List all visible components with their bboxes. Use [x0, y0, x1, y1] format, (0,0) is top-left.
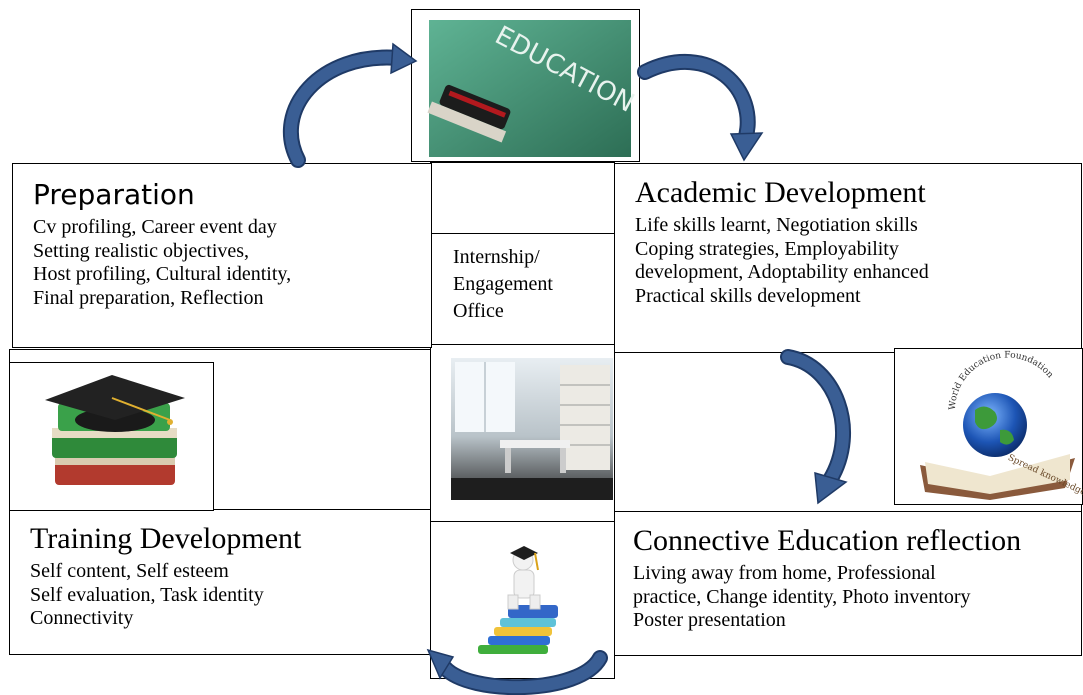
academic-title: Academic Development [635, 176, 926, 209]
office-label-line-3: Office [453, 300, 504, 322]
academic-line-4: Practical skills development [635, 284, 861, 307]
training-line-3: Connectivity [30, 607, 134, 629]
connective-line-3: Poster presentation [633, 609, 786, 631]
office-label-line-1: Internship/ [453, 246, 540, 268]
connective-line-1: Living away from home, Professional [633, 562, 936, 584]
preparation-title: Preparation [33, 178, 195, 211]
arrow-academic-to-connective [780, 349, 852, 505]
academic-line-3: development, Adoptability enhanced [635, 261, 929, 283]
preparation-line-3: Host profiling, Cultural identity, [33, 263, 292, 285]
graduate-figure-image [478, 546, 558, 654]
preparation-box: Preparation Cv profiling, Career event d… [12, 163, 432, 348]
office-interior-image [451, 358, 613, 500]
center-top-cell [430, 162, 615, 234]
academic-development-box: Academic Development Life skills learnt,… [614, 163, 1082, 353]
training-line-2: Self evaluation, Task identity [30, 583, 264, 606]
connective-title: Connective Education reflection [633, 524, 1022, 557]
preparation-line-1: Cv profiling, Career event day [33, 216, 277, 238]
arrow-education-to-academic [637, 53, 764, 162]
globe-book-image: Spread knowledge World Education Foundat… [920, 350, 1083, 500]
arrow-preparation-to-education [282, 42, 418, 168]
arrow-connective-to-training [426, 648, 608, 695]
training-line-1: Self content, Self esteem [30, 560, 229, 582]
academic-line-2: Coping strategies, Employability [635, 237, 899, 260]
preparation-line-2: Setting realistic objectives, [33, 239, 250, 262]
training-development-box: Training Development Self content, Self … [9, 509, 431, 655]
academic-line-1: Life skills learnt, Negotiation skills [635, 214, 918, 236]
training-title: Training Development [30, 522, 302, 555]
education-chalkboard-image: EDUCATION [427, 20, 639, 157]
preparation-line-4: Final preparation, Reflection [33, 286, 264, 309]
connective-education-box: Connective Education reflection Living a… [614, 511, 1082, 656]
office-label-line-2: Engagement [453, 273, 553, 295]
connective-line-2: practice, Change identity, Photo invento… [633, 585, 971, 608]
graduation-books-image [45, 375, 185, 485]
office-label-box: Internship/ Engagement Office [430, 233, 615, 345]
